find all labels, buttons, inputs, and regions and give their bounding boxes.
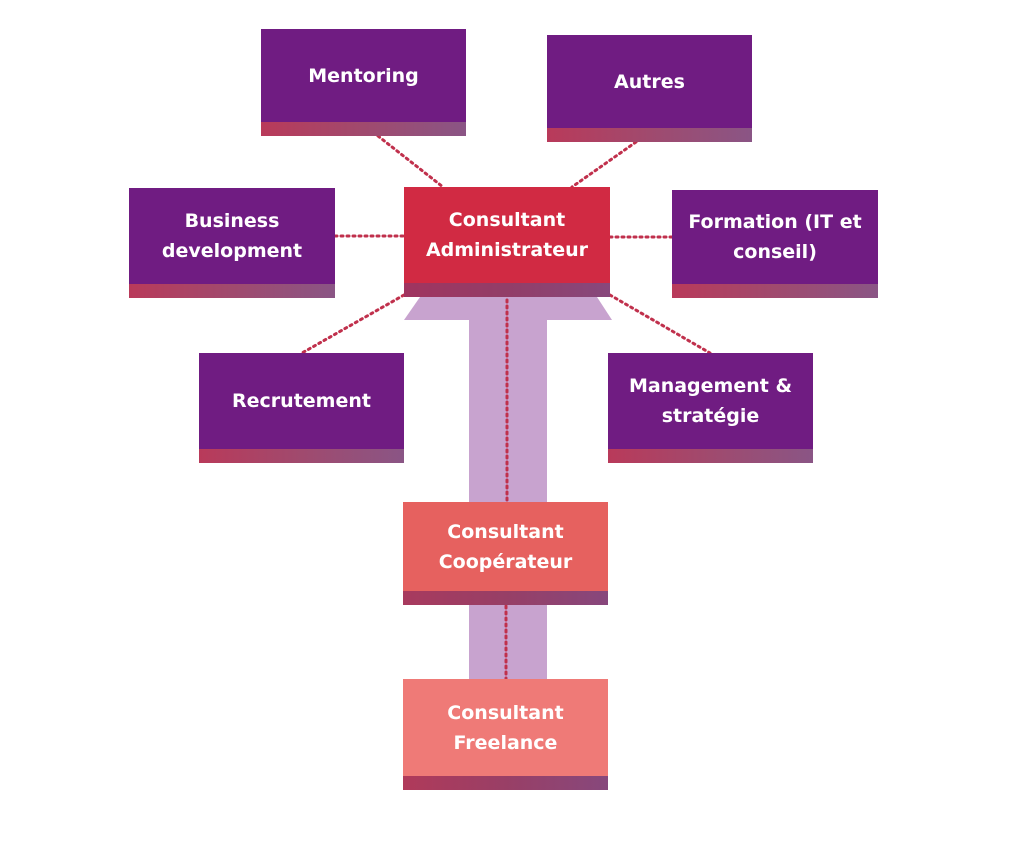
connector-mentoring [376,134,445,189]
role-box-recrutement: Recrutement [199,353,404,463]
center-stripe [404,283,610,297]
level-box-cooperateur: Consultant Coopérateur [403,502,608,605]
role-stripe [129,284,335,298]
connector-recrutement [300,293,406,355]
role-label-autres: Autres [547,35,752,128]
level-stripe [403,591,608,605]
level-box-freelance: Consultant Freelance [403,679,608,790]
role-stripe [672,284,878,298]
role-label-recrutement: Recrutement [199,353,404,449]
role-box-business-development: Business development [129,188,335,298]
role-box-management: Management & stratégie [608,353,813,463]
center-label: Consultant Administrateur [404,187,610,283]
role-stripe [261,122,466,136]
role-box-mentoring: Mentoring [261,29,466,136]
level-stripe [403,776,608,790]
role-label-mentoring: Mentoring [261,29,466,122]
center-box-administrateur: Consultant Administrateur [404,187,610,297]
role-stripe [608,449,813,463]
level-label-freelance: Consultant Freelance [403,679,608,776]
role-box-autres: Autres [547,35,752,142]
connector-autres [570,140,638,189]
role-box-formation: Formation (IT et conseil) [672,190,878,298]
role-stripe [199,449,404,463]
level-label-cooperateur: Consultant Coopérateur [403,502,608,591]
role-label-business-development: Business development [129,188,335,284]
role-stripe [547,128,752,142]
role-label-formation: Formation (IT et conseil) [672,190,878,284]
connector-management [608,293,712,355]
role-label-management: Management & stratégie [608,353,813,449]
